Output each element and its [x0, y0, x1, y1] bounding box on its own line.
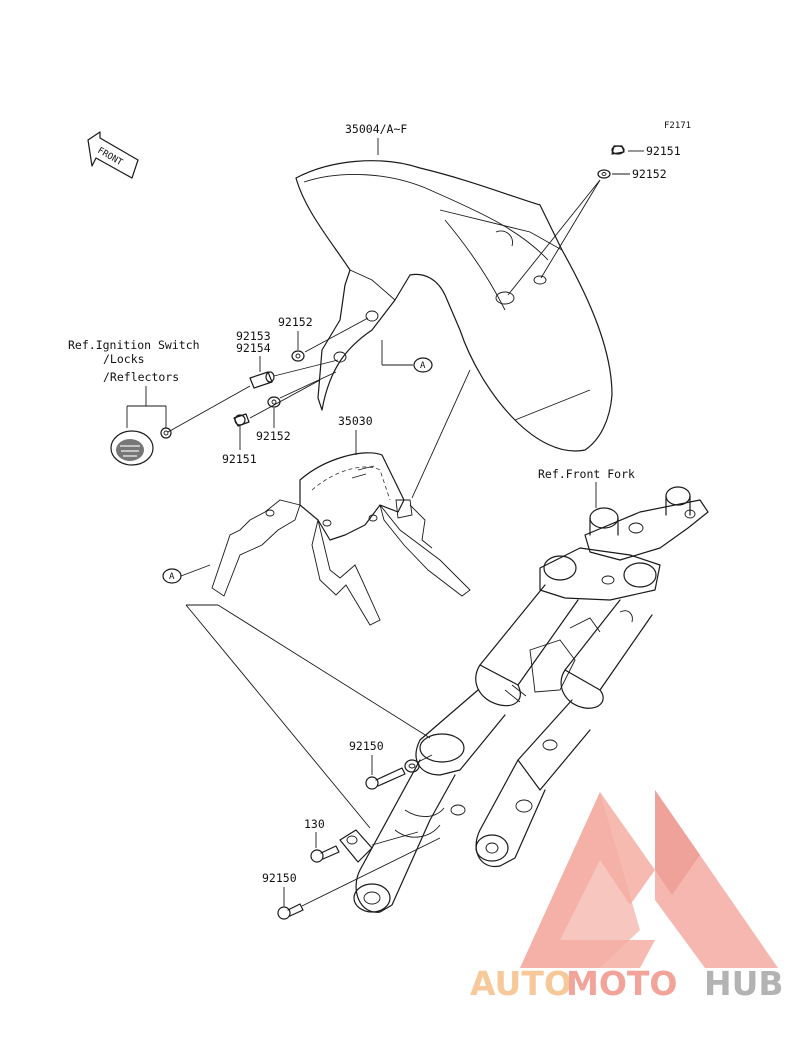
bracket-tab — [339, 829, 373, 863]
callout-washer-top: 92152 — [632, 167, 667, 181]
washer-icon — [267, 396, 281, 408]
reflector-icon — [110, 430, 154, 466]
nut-icon — [160, 427, 172, 439]
svg-text:A: A — [420, 361, 426, 371]
watermark-logo-icon — [520, 790, 778, 968]
figure-code: F2171 — [664, 121, 691, 131]
callout-bolt-fork-upper: 92150 — [349, 739, 384, 753]
svg-text:MOTO: MOTO — [566, 964, 677, 1003]
bolt-icon — [277, 903, 304, 920]
callout-washer-left-lower: 92152 — [256, 429, 291, 443]
bolt-icon — [233, 413, 250, 427]
callout-collar-a: 92153 — [236, 329, 271, 343]
front-arrow-icon: FRONT — [87, 131, 139, 179]
fender-bracket — [211, 452, 471, 626]
fender-mount-hole — [533, 275, 547, 285]
svg-text:HUB: HUB — [704, 964, 784, 1003]
marker-a-top: A — [413, 357, 433, 373]
ref-ignition-line2: /Locks — [103, 352, 145, 366]
front-fender — [295, 160, 613, 452]
ref-ignition-line1: Ref.Ignition Switch — [68, 338, 200, 352]
callout-front-fender: 35004/A~F — [345, 122, 407, 136]
callout-bolt-top: 92151 — [646, 144, 681, 158]
marker-a-left: A — [162, 568, 182, 584]
callout-bolt-130: 130 — [304, 817, 325, 831]
bolt-icon — [611, 145, 625, 155]
ref-front-fork: Ref.Front Fork — [538, 467, 635, 481]
washer-icon — [291, 350, 305, 362]
callout-bracket: 35030 — [338, 414, 373, 428]
callout-bolt-left: 92151 — [222, 452, 257, 466]
callout-bolt-fork-lower: 92150 — [262, 871, 297, 885]
watermark-text: AUTO MOTO HUB — [470, 964, 784, 1003]
ref-ignition-line3: /Reflectors — [103, 370, 179, 384]
washer-icon — [597, 169, 611, 179]
fender-mount-hole — [495, 291, 515, 305]
callout-collar-b: 92154 — [236, 341, 271, 355]
svg-text:AUTO: AUTO — [470, 964, 572, 1003]
bolt-icon — [365, 767, 406, 790]
bolt-icon — [310, 845, 340, 863]
svg-text:A: A — [169, 572, 175, 582]
front-fork — [353, 486, 709, 913]
collar-icon — [249, 371, 275, 389]
callout-washer-left-upper: 92152 — [278, 315, 313, 329]
washer-icon — [404, 759, 420, 773]
